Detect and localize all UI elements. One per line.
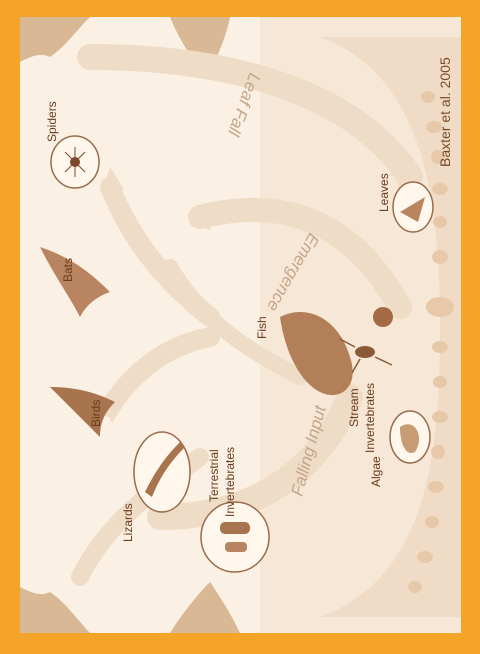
label-birds: Birds	[89, 400, 103, 427]
label-bats: Bats	[61, 258, 75, 282]
label-algae: Algae	[369, 456, 383, 487]
bat-icon	[40, 247, 110, 317]
label-lizards: Lizards	[121, 503, 135, 542]
label-fish: Fish	[255, 316, 269, 339]
label-stream: Stream	[347, 388, 361, 427]
algae-icon	[390, 411, 430, 463]
label-terrestrial-invertebrates: Invertebrates	[223, 447, 237, 517]
spider-icon	[51, 136, 99, 188]
bird-icon	[50, 387, 115, 437]
label-stream-invertebrates: Invertebrates	[363, 383, 377, 453]
lizard-icon	[134, 432, 190, 512]
label-leaves: Leaves	[377, 173, 391, 212]
citation: Baxter et al. 2005	[437, 57, 453, 167]
label-spiders: Spiders	[45, 101, 59, 142]
food-web-diagram: Baxter et al. 2005 Leaf Fall Emergence F…	[20, 17, 461, 633]
leaf-icon	[393, 182, 433, 232]
emergence-insect-icon	[373, 307, 393, 327]
label-terrestrial: Terrestrial	[207, 449, 221, 502]
diagram-panel: Baxter et al. 2005 Leaf Fall Emergence F…	[20, 17, 461, 633]
